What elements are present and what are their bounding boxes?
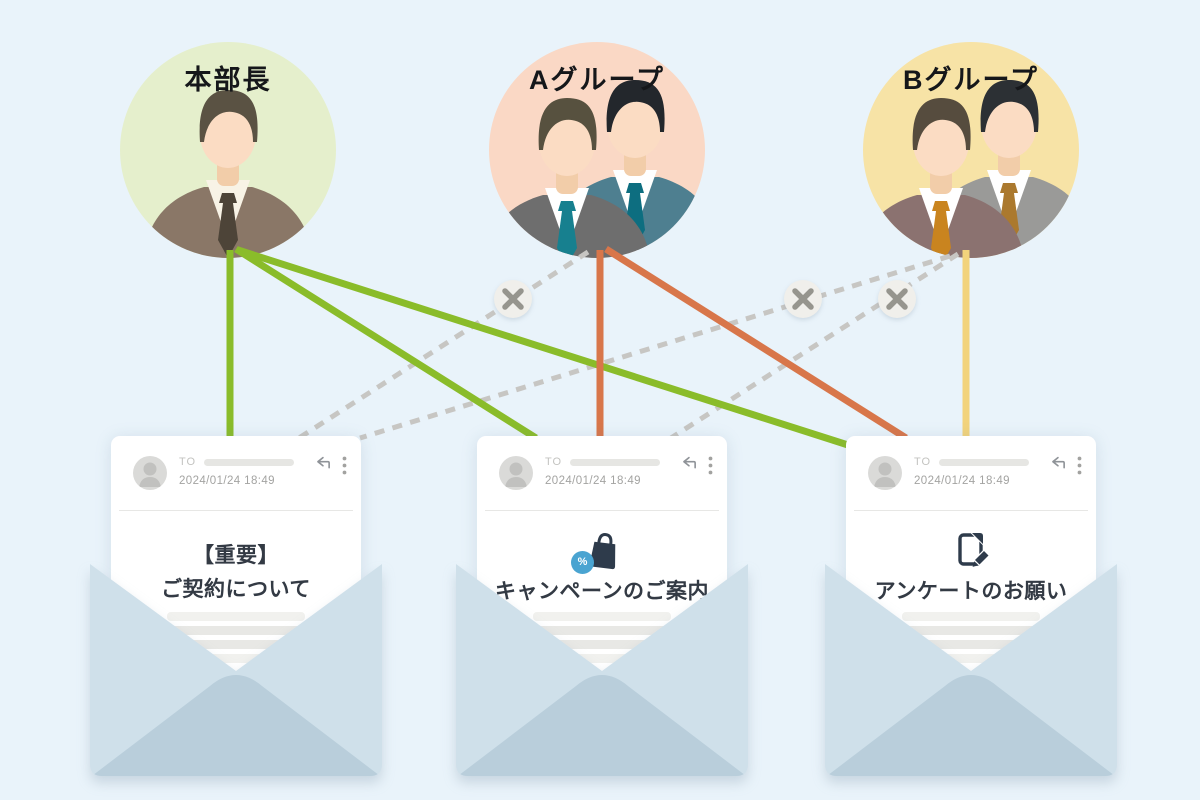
recipient-placeholder-bar xyxy=(939,458,1030,466)
survey-document-icon xyxy=(947,528,995,576)
divider xyxy=(119,510,353,511)
email-date: 2024/01/24 18:49 xyxy=(545,475,641,487)
recipient-placeholder-bar xyxy=(204,458,295,466)
envelope-graphic xyxy=(90,564,382,776)
blocked-x-badge xyxy=(878,280,916,318)
avatar xyxy=(133,456,167,490)
email-date: 2024/01/24 18:49 xyxy=(179,475,275,487)
envelope-graphic xyxy=(825,564,1117,776)
email-header: TO 2024/01/24 18:49 xyxy=(111,454,361,500)
email-header: TO 2024/01/24 18:49 xyxy=(846,454,1096,500)
sender-group-a-circle: Aグループ xyxy=(489,42,705,258)
sender-group-b-circle: Bグループ xyxy=(863,42,1079,258)
mail-survey: TO 2024/01/24 18:49 xyxy=(825,436,1117,776)
email-header: TO 2024/01/24 18:49 xyxy=(477,454,727,500)
reply-icon xyxy=(317,456,330,469)
email-subject: アンケートのお願い xyxy=(874,580,1068,603)
blocked-x-badge xyxy=(494,280,532,318)
green-line-hq-to-mail3 xyxy=(236,246,850,449)
orange-line-a-to-mail3 xyxy=(604,246,908,441)
percent-badge: % xyxy=(571,551,594,574)
divider xyxy=(854,510,1088,511)
avatar xyxy=(499,456,533,490)
blocked-x-badge xyxy=(784,280,822,318)
green-line-hq-to-mail2 xyxy=(234,246,538,441)
email-date: 2024/01/24 18:49 xyxy=(914,475,1010,487)
recipient-placeholder-bar xyxy=(570,458,661,466)
more-options-icon xyxy=(342,456,347,475)
sender-hq-circle: 本部長 xyxy=(120,42,336,258)
envelope-graphic xyxy=(456,564,748,776)
sender-group-b-label: Bグループ xyxy=(903,65,1039,95)
reply-icon xyxy=(683,456,696,469)
sale-bag-icon: % xyxy=(571,528,626,576)
divider xyxy=(485,510,719,511)
mail-contract: TO 2024/01/24 18:49 【重要】 ご契約について xyxy=(90,436,382,776)
blocked-line-b-to-mail1 xyxy=(359,253,951,441)
reply-icon xyxy=(1052,456,1065,469)
sender-hq-label: 本部長 xyxy=(184,65,272,95)
avatar xyxy=(868,456,902,490)
mail-campaign: TO 2024/01/24 18:49 % キャ xyxy=(456,436,748,776)
to-label: TO xyxy=(545,456,563,468)
text-placeholder-bars xyxy=(477,612,727,668)
more-options-icon xyxy=(1077,456,1082,475)
email-subject: 【重要】 ご契約について xyxy=(161,544,311,601)
to-label: TO xyxy=(179,456,197,468)
blocked-line-b-to-mail2 xyxy=(669,251,960,441)
sender-group-a-label: Aグループ xyxy=(529,65,665,95)
text-placeholder-bars xyxy=(846,612,1096,668)
text-placeholder-bars xyxy=(111,612,361,668)
email-subject: キャンペーンのご案内 xyxy=(495,580,709,603)
blocked-line-a-to-mail1 xyxy=(297,249,590,441)
more-options-icon xyxy=(708,456,713,475)
to-label: TO xyxy=(914,456,932,468)
